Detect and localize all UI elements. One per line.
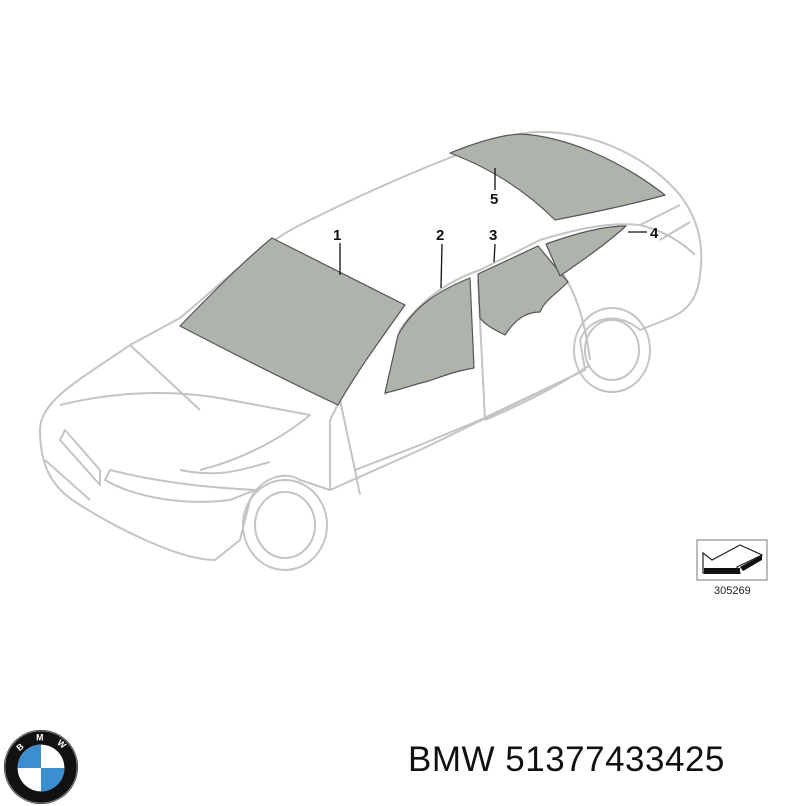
callouts: 1 2 3 4 5 [333, 191, 659, 244]
callout-leaders [339, 168, 647, 289]
panorama-roof-glass[interactable] [449, 133, 666, 221]
rear-door-glass[interactable] [477, 245, 569, 336]
front-door-glass[interactable] [384, 277, 475, 394]
callout-4: 4 [650, 225, 659, 242]
svg-text:M: M [36, 733, 43, 743]
windshield-glass[interactable] [179, 237, 406, 406]
svg-text:B: B [14, 741, 25, 753]
reference-number: 305269 [714, 585, 751, 597]
rear-quarter-glass[interactable] [545, 225, 627, 277]
callout-3: 3 [489, 227, 497, 244]
car-outline [39, 131, 703, 571]
glass-parts [179, 133, 666, 406]
callout-2: 2 [436, 227, 444, 244]
callout-1: 1 [333, 227, 341, 244]
callout-5: 5 [490, 191, 498, 208]
reference-box: 305269 [696, 539, 768, 597]
bmw-logo: B M W [3, 729, 79, 805]
part-number-label: BMW 51377433425 [408, 740, 725, 779]
